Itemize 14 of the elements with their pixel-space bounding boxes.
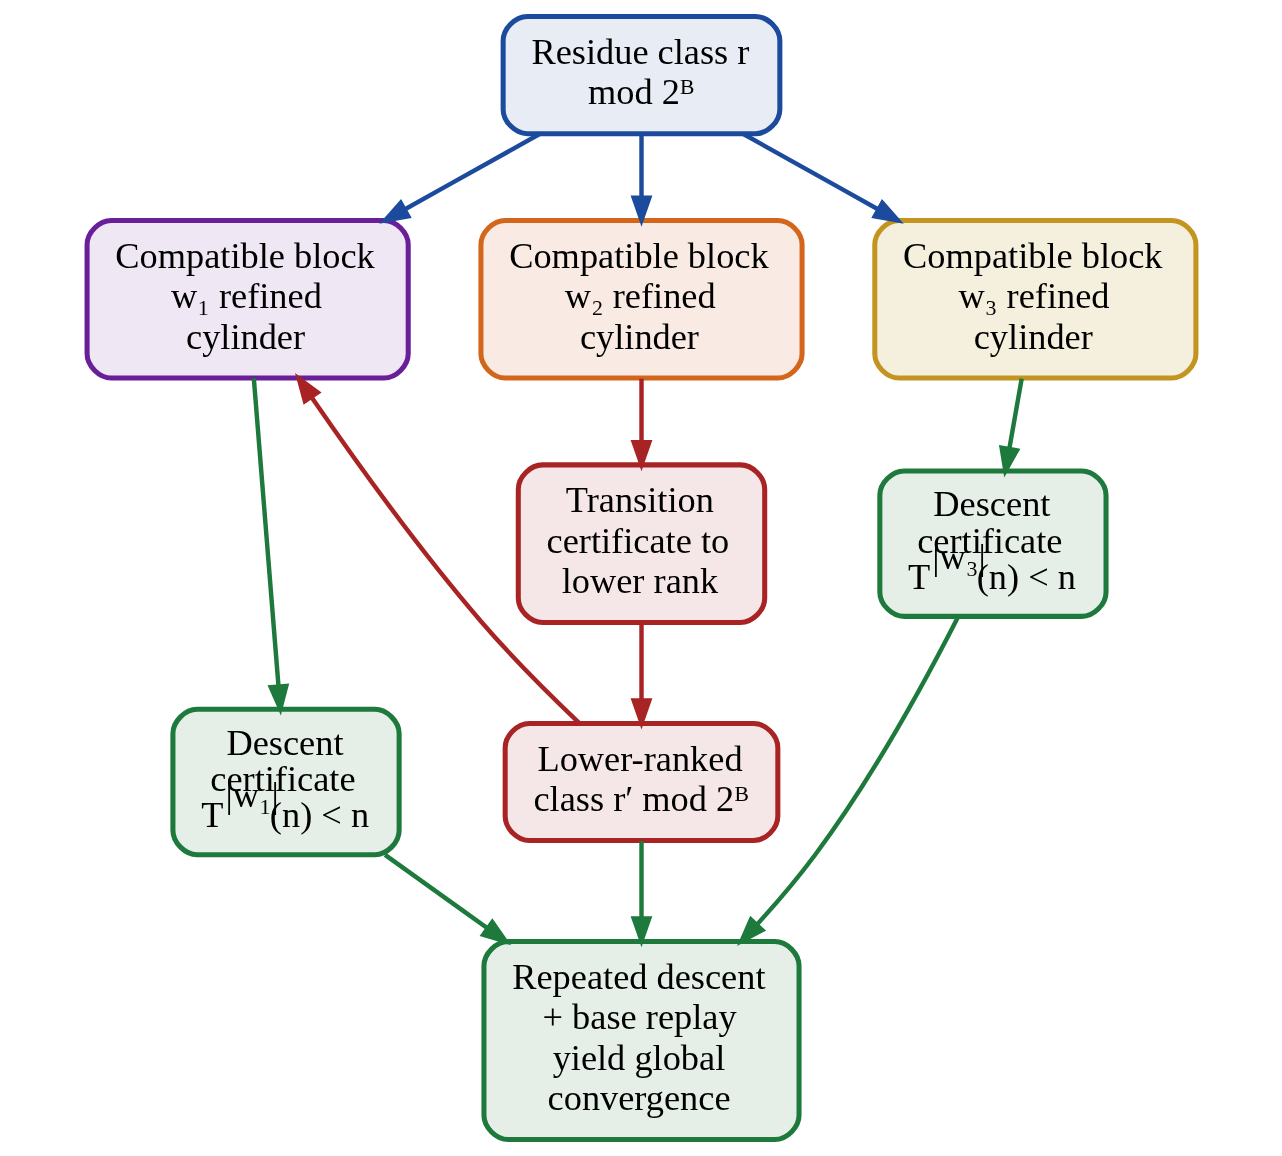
arrow xyxy=(998,378,1024,478)
node-box: Compatible block w₃ refined cylinder xyxy=(871,217,1198,381)
arrow xyxy=(630,623,652,730)
arrow xyxy=(251,378,289,716)
node-box: Compatible block w₁ refined cylinder xyxy=(84,217,411,381)
node-box: Residue class r mod 2ᴮ xyxy=(500,14,782,137)
arrow xyxy=(630,378,652,472)
node-box: Repeated descent + base replay yield global convergence xyxy=(480,939,802,1142)
arrow xyxy=(383,853,511,946)
arrow xyxy=(630,133,652,227)
node-box: Lower-ranked class r′ mod 2ᴮ xyxy=(502,720,780,844)
node-box: Compatible block w₂ refined cylinder xyxy=(477,217,805,381)
arrow xyxy=(630,841,652,948)
node-box: Transition certificate to lower rank xyxy=(515,462,767,625)
